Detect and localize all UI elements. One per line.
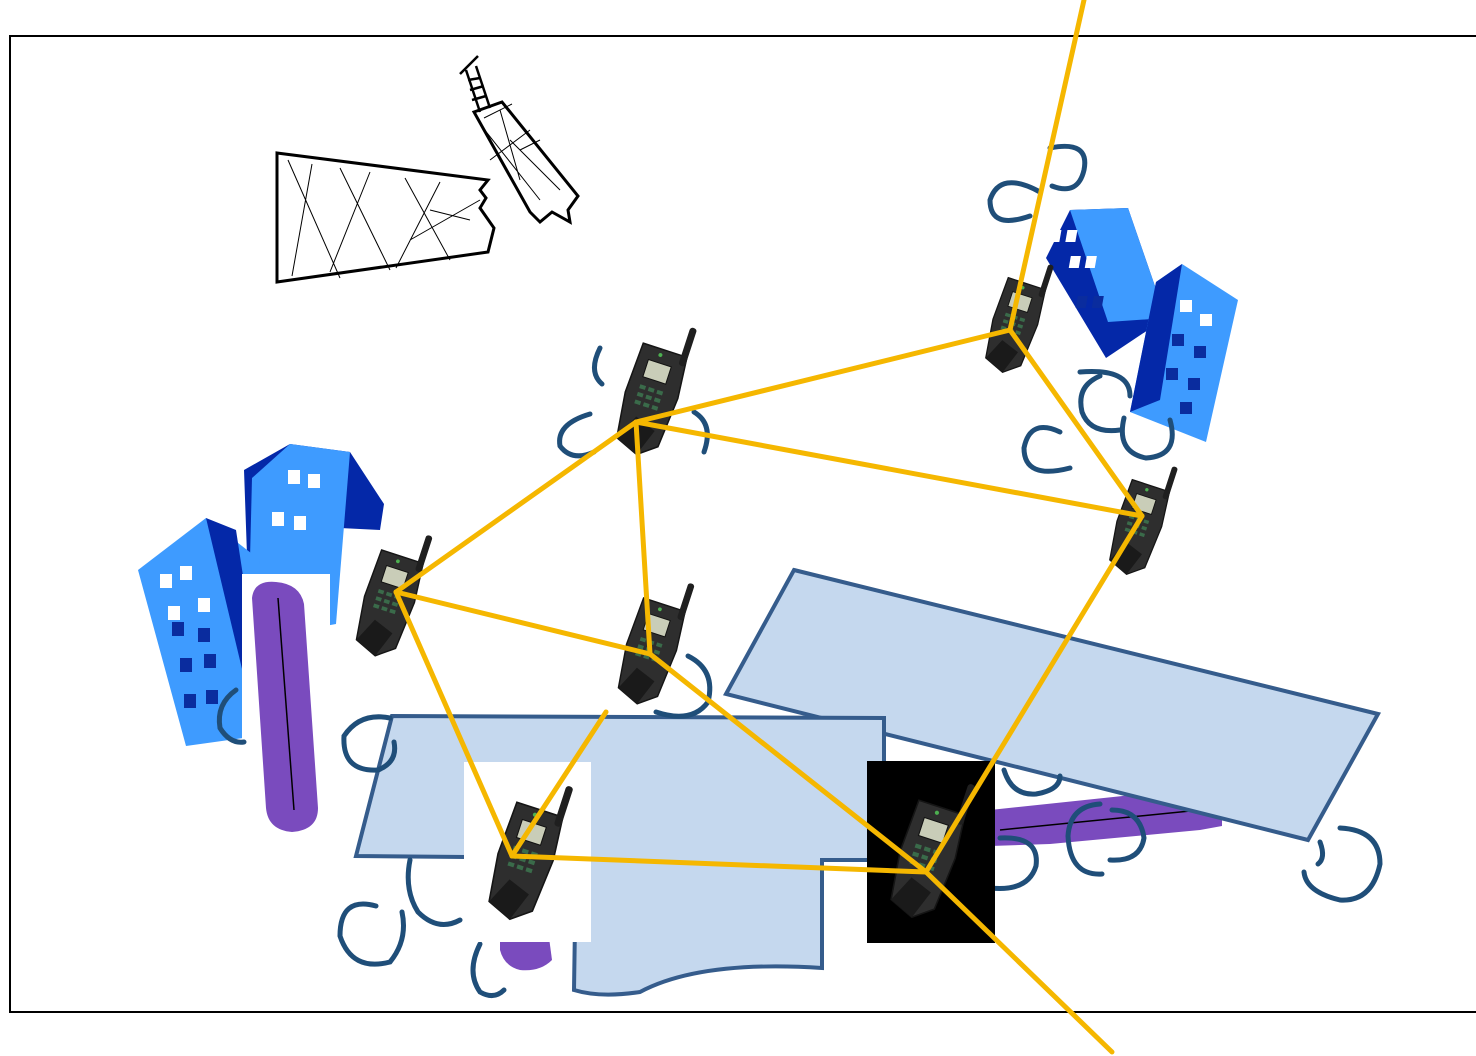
link-phone-bottom-left-to-relay-stub (509, 709, 609, 859)
radio-tower-icon (459, 55, 580, 225)
link-phone-left-to-phone-center (393, 589, 653, 657)
link-phone-right-top-to-external-top (1007, 0, 1087, 333)
building-icon (1046, 208, 1166, 358)
link-layer (393, 0, 1145, 1055)
building-icon (1130, 264, 1238, 442)
radio-tower-icon (275, 151, 496, 284)
link-phone-left-to-phone-bottom-left (393, 589, 515, 859)
link-phone-center-to-phone-bottom-right (647, 651, 929, 875)
terrain-block (723, 567, 1382, 843)
link-phone-center-top-to-phone-right-top (633, 327, 1013, 425)
squiggle-icon (216, 143, 1383, 998)
link-phone-right-top-to-phone-right-mid (1007, 327, 1145, 519)
link-phone-center-top-to-phone-left (393, 419, 639, 595)
link-phone-center-top-to-phone-center (633, 419, 653, 657)
link-phone-bottom-left-to-phone-bottom-right (509, 853, 929, 875)
purple-obstacle (252, 581, 318, 832)
link-phone-bottom-right-to-external-bottom (923, 869, 1115, 1055)
link-phone-center-top-to-phone-right-mid (633, 419, 1145, 519)
link-phone-right-mid-to-phone-bottom-right (923, 513, 1145, 875)
